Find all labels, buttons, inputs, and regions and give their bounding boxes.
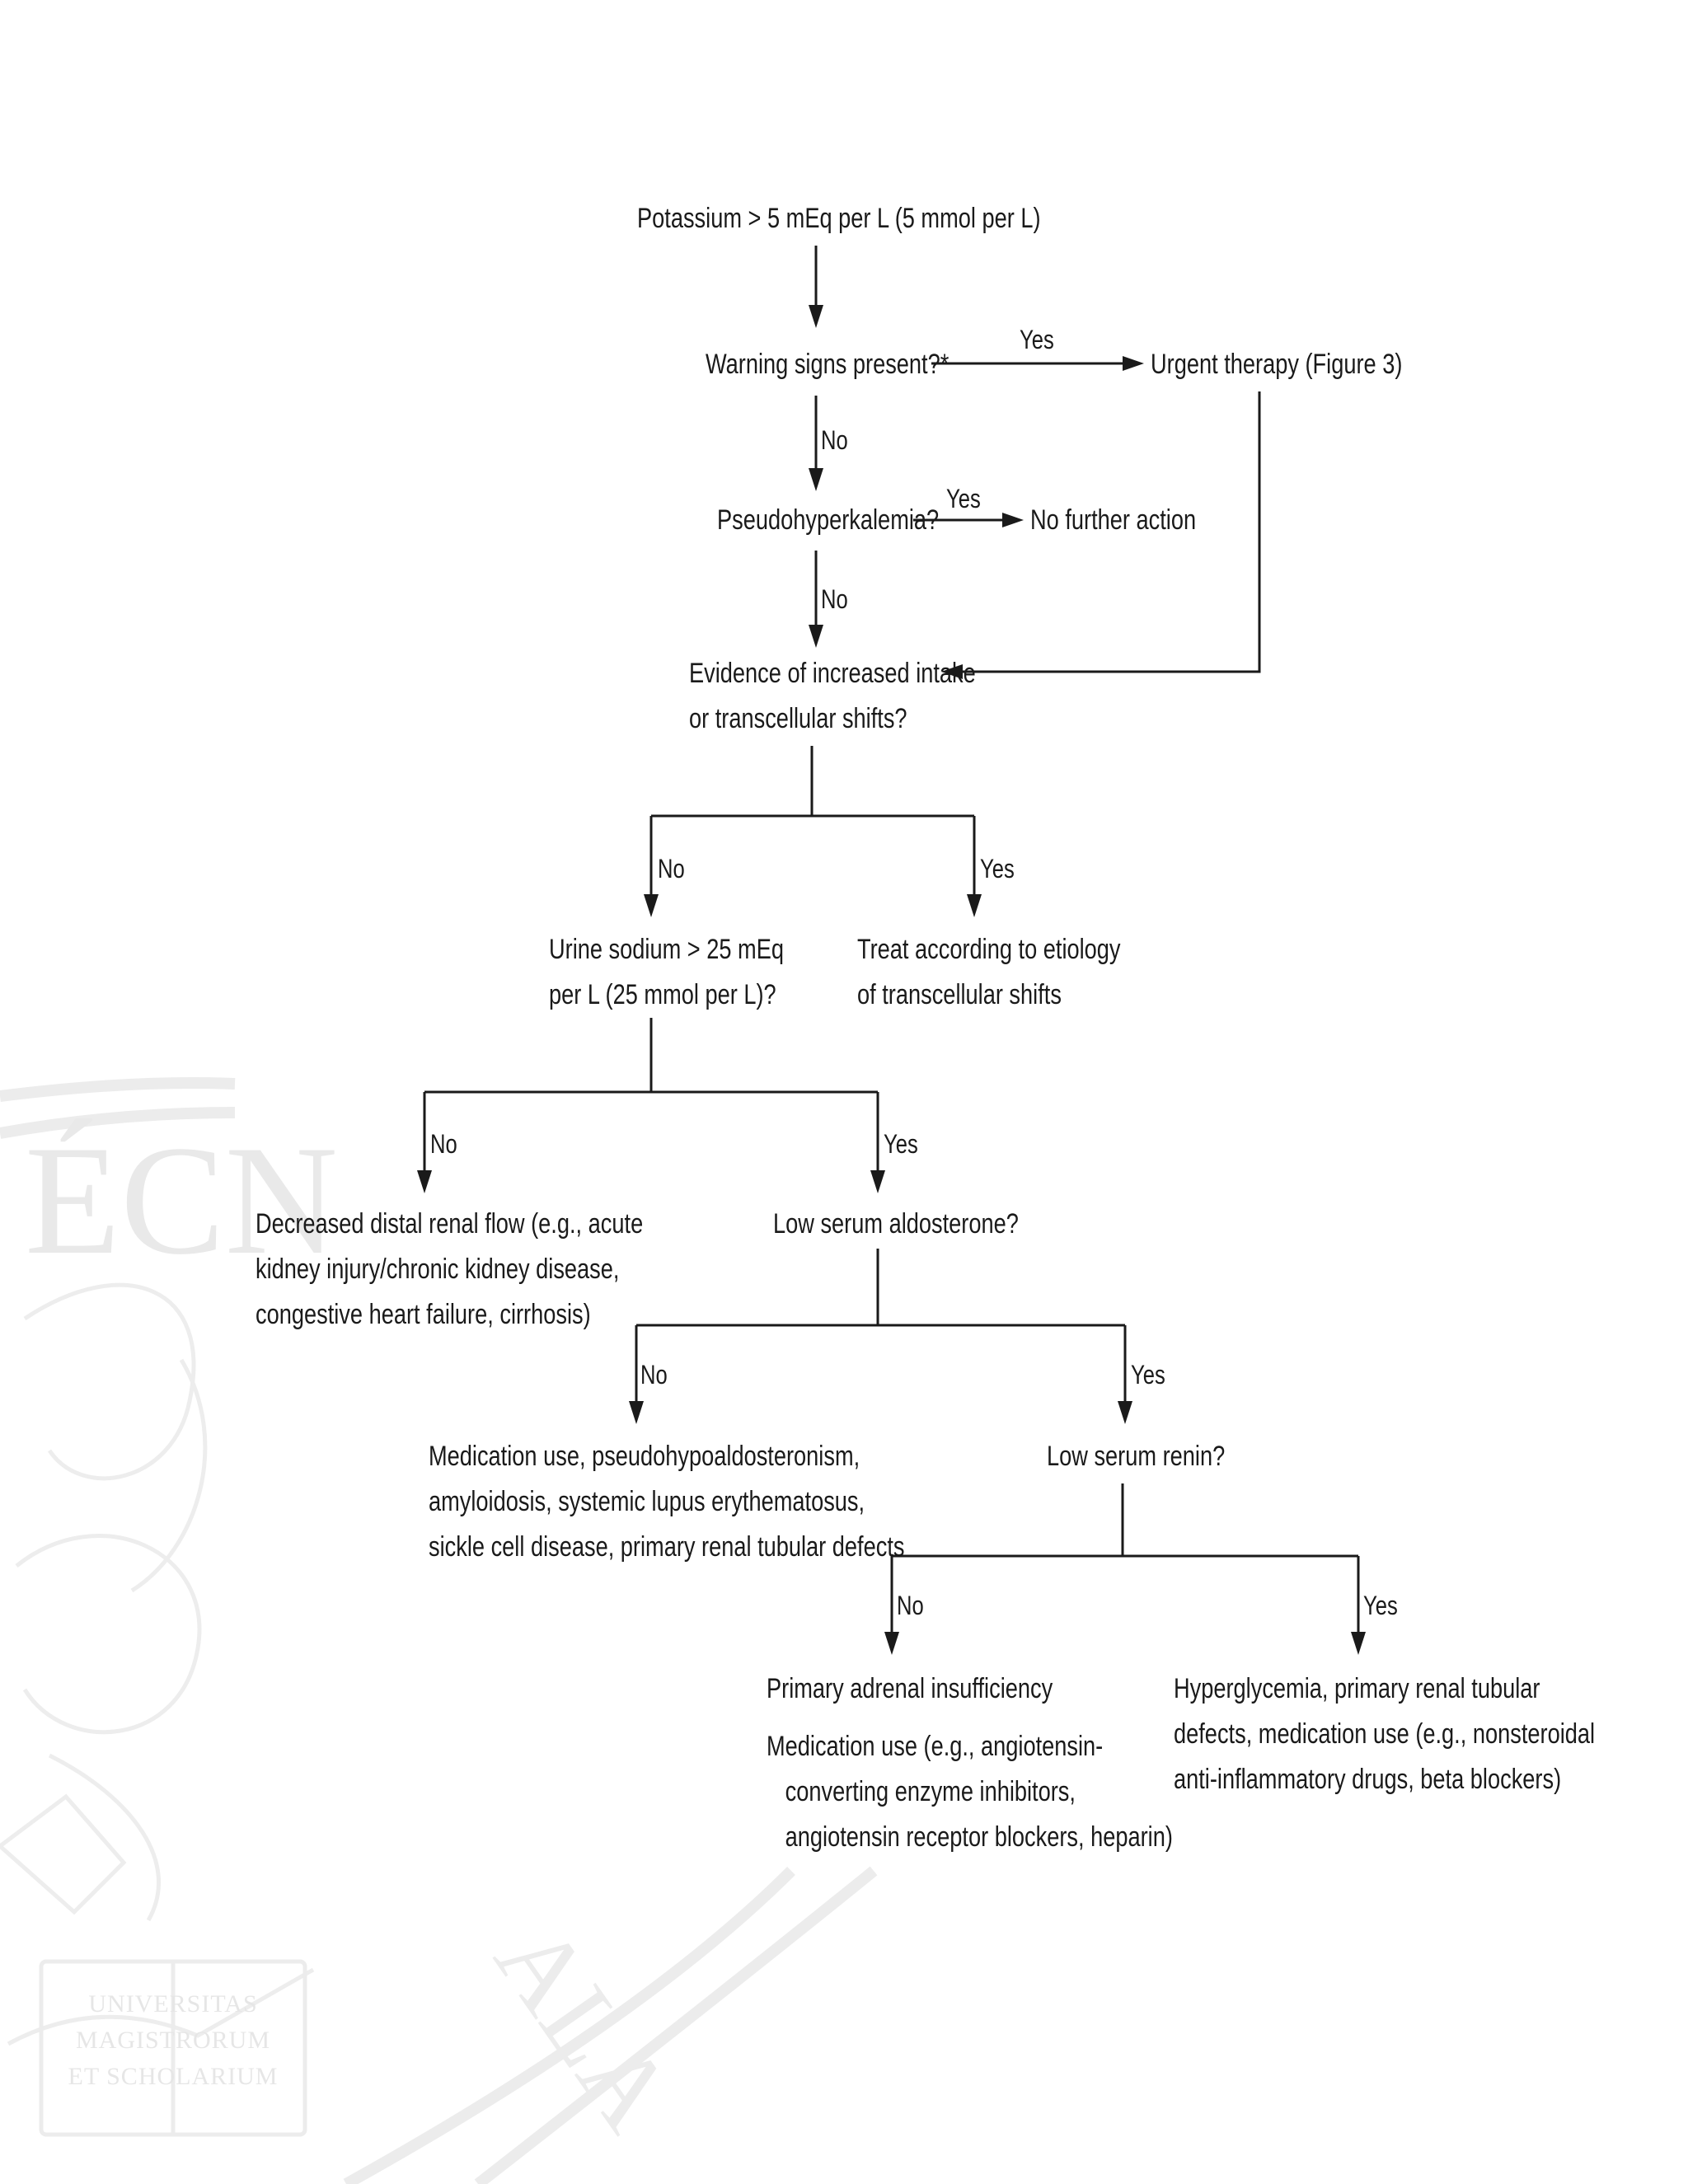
arrowhead: [809, 468, 823, 491]
arrowheads: [417, 305, 1366, 1655]
node-low-renin: Low serum renin?: [1047, 1441, 1226, 1472]
node-hyperglycemia: Hyperglycemia, primary renal tubular def…: [1174, 1673, 1596, 1795]
edge-label-no: No: [658, 854, 685, 883]
arrowhead: [1118, 1401, 1132, 1424]
arrowhead: [870, 1170, 885, 1193]
arrowhead: [417, 1170, 432, 1193]
edge-label-yes: Yes: [946, 484, 981, 513]
svg-text:ÉCN: ÉCN: [25, 1114, 338, 1287]
node-pseudohyperkalemia: Pseudohyperkalemia?: [717, 504, 940, 536]
edge-label-yes: Yes: [884, 1129, 918, 1159]
seal-motto-line: ET SCHOLARIUM: [68, 2063, 279, 2090]
edge-label-no: No: [821, 425, 848, 455]
edge-label-no: No: [640, 1360, 668, 1390]
node-urine-sodium: Urine sodium > 25 mEq per L (25 mmol per…: [549, 934, 784, 1010]
node-evidence-intake: Evidence of increased intake or transcel…: [689, 658, 976, 734]
arrowhead: [941, 664, 963, 679]
node-medication-pseudohypoaldosteronism: Medication use, pseudohypoaldosteronism,…: [429, 1441, 905, 1563]
node-no-further-action: No further action: [1030, 504, 1197, 536]
seal-motto: UNIVERSITAS MAGISTRORUM ET SCHOLARIUM: [49, 1986, 297, 2095]
edge-label-yes: Yes: [980, 854, 1015, 883]
edge-label-no: No: [430, 1129, 457, 1159]
arrowhead: [1351, 1632, 1366, 1655]
node-potassium: Potassium > 5 mEq per L (5 mmol per L): [637, 203, 1041, 234]
seal-motto-line: MAGISTRORUM: [75, 2027, 271, 2054]
arrowhead: [809, 625, 823, 648]
arrowhead: [644, 894, 659, 917]
arrowhead: [1002, 513, 1024, 527]
edge-label-yes: Yes: [1131, 1360, 1165, 1390]
seal-motto-line: UNIVERSITAS: [88, 1990, 258, 2018]
node-decreased-distal-flow: Decreased distal renal flow (e.g., acute…: [256, 1208, 644, 1330]
connector-lines: [423, 246, 1360, 1636]
node-warning-signs: Warning signs present?*: [706, 349, 950, 380]
arrowhead: [1123, 356, 1144, 371]
node-treat-etiology: Treat according to etiology of transcell…: [857, 934, 1121, 1010]
arrowhead: [967, 894, 982, 917]
node-primary-adrenal: Primary adrenal insufficiency: [767, 1673, 1053, 1704]
edge-label-yes: Yes: [1020, 325, 1054, 354]
node-low-aldosterone: Low serum aldosterone?: [773, 1208, 1019, 1240]
arrowhead: [884, 1632, 899, 1655]
arrowhead: [809, 305, 823, 328]
arrowhead: [629, 1401, 644, 1424]
edge-label-no: No: [821, 584, 848, 614]
edge-label-no: No: [897, 1591, 924, 1620]
node-medication-ace: Medication use (e.g., angiotensin- conve…: [767, 1731, 1173, 1853]
node-urgent-therapy: Urgent therapy (Figure 3): [1151, 349, 1403, 380]
edge-label-yes: Yes: [1363, 1591, 1398, 1620]
